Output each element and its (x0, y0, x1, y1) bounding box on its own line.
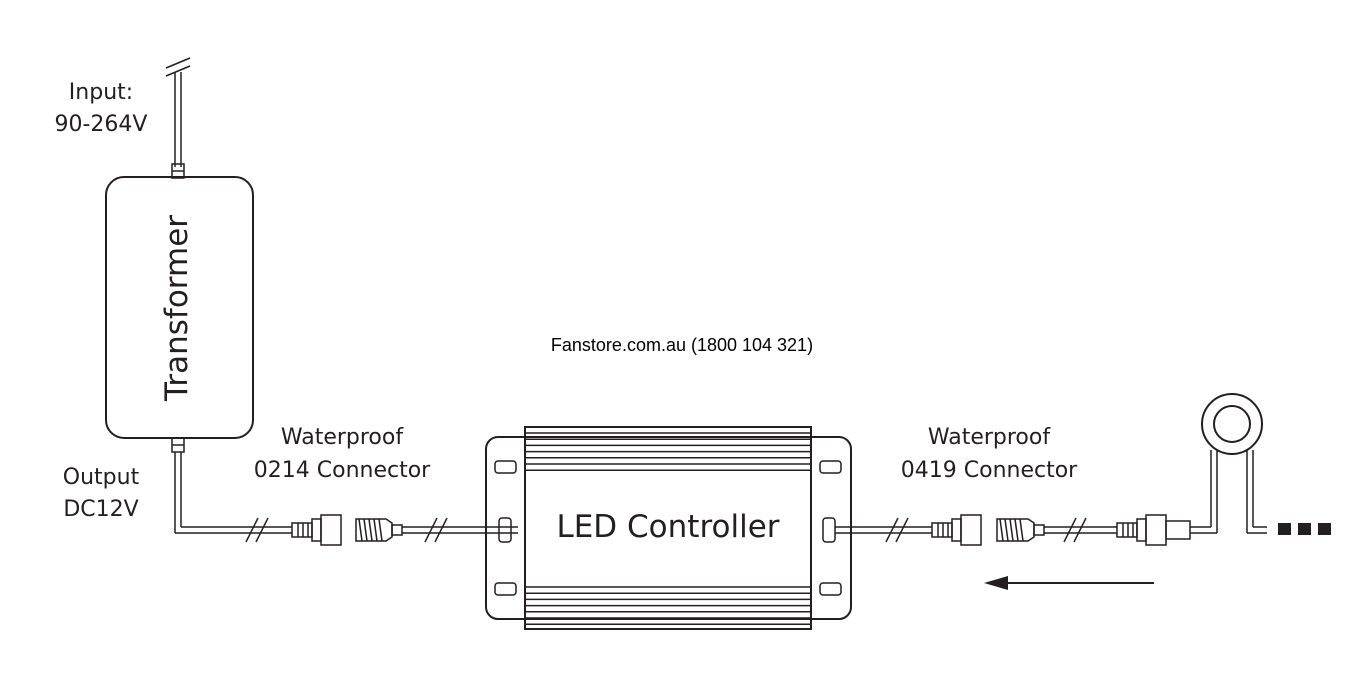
cable-to-controller (402, 517, 518, 543)
ellipsis-squares-icon (1278, 523, 1331, 535)
input-voltage-label: 90-264V (55, 112, 148, 137)
connector-0419-male (931, 514, 982, 546)
input-cable (165, 57, 191, 179)
left-connector-model-label: 0214 Connector (254, 458, 431, 483)
left-connector-label: Waterproof (281, 425, 404, 450)
right-connector-label: Waterproof (928, 425, 1051, 450)
connector-light-lead (1116, 514, 1217, 546)
controller-bottom-fins (525, 586, 811, 625)
connector-0214-female (355, 518, 403, 542)
connector-0419-female (996, 518, 1045, 542)
credit-text: Fanstore.com.au (1800 104 321) (551, 335, 813, 355)
led-controller-box (485, 426, 852, 630)
cable-from-controller (835, 517, 932, 543)
left-arrow-icon (984, 576, 1154, 590)
output-voltage-label: DC12V (63, 497, 138, 522)
round-led-light-icon (1201, 393, 1267, 534)
right-connector-model-label: 0419 Connector (901, 458, 1078, 483)
controller-top-fins (525, 432, 811, 471)
output-label: Output (63, 465, 140, 490)
cable-to-light (1044, 517, 1117, 543)
output-cable (171, 437, 292, 543)
connector-0214-male (291, 514, 342, 546)
controller-label: LED Controller (556, 509, 779, 545)
input-label: Input: (69, 80, 133, 105)
transformer-label: Transformer (159, 215, 195, 402)
